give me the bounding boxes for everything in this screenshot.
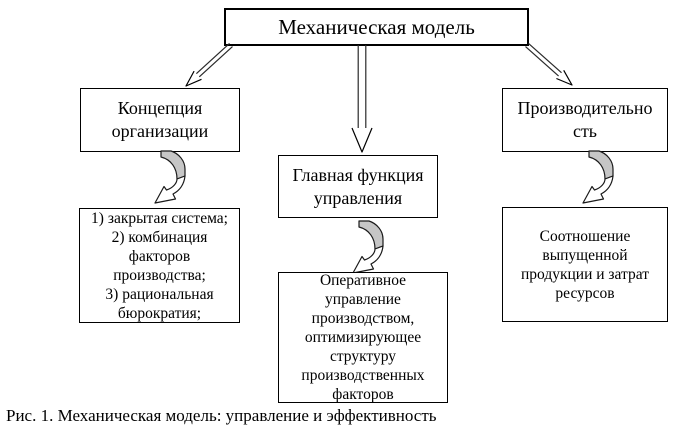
- figure-caption: Рис. 1. Механическая модель: управление …: [6, 406, 437, 425]
- curved-arrow-icon: [352, 220, 384, 274]
- root-box: Механическая модель: [224, 8, 529, 46]
- concept-details-box: 1) закрытая система; 2) комбинация факто…: [79, 208, 240, 323]
- concept-box: Концепция организации: [80, 88, 240, 152]
- curved-arrow-icon: [582, 150, 614, 204]
- productivity-details-text: Соотношение выпущенной продукции и затра…: [520, 227, 649, 302]
- root-box-label: Механическая модель: [278, 14, 475, 39]
- main-function-box-label: Главная функция управления: [292, 164, 424, 208]
- productivity-box-label: Производительно сть: [517, 98, 653, 141]
- productivity-box: Производительно сть: [502, 88, 668, 152]
- down-right-arrow-icon: [525, 42, 573, 86]
- curved-arrow-icon: [154, 150, 186, 204]
- main-function-details-text: Оперативное управление производством, оп…: [301, 272, 425, 403]
- concept-box-label: Концепция организации: [111, 98, 209, 141]
- down-arrow-icon: [351, 45, 373, 153]
- concept-details-text: 1) закрытая система; 2) комбинация факто…: [91, 209, 228, 322]
- down-left-arrow-icon: [185, 42, 233, 87]
- productivity-details-box: Соотношение выпущенной продукции и затра…: [502, 207, 668, 322]
- main-function-details-box: Оперативное управление производством, оп…: [278, 272, 448, 403]
- main-function-box: Главная функция управления: [278, 155, 438, 218]
